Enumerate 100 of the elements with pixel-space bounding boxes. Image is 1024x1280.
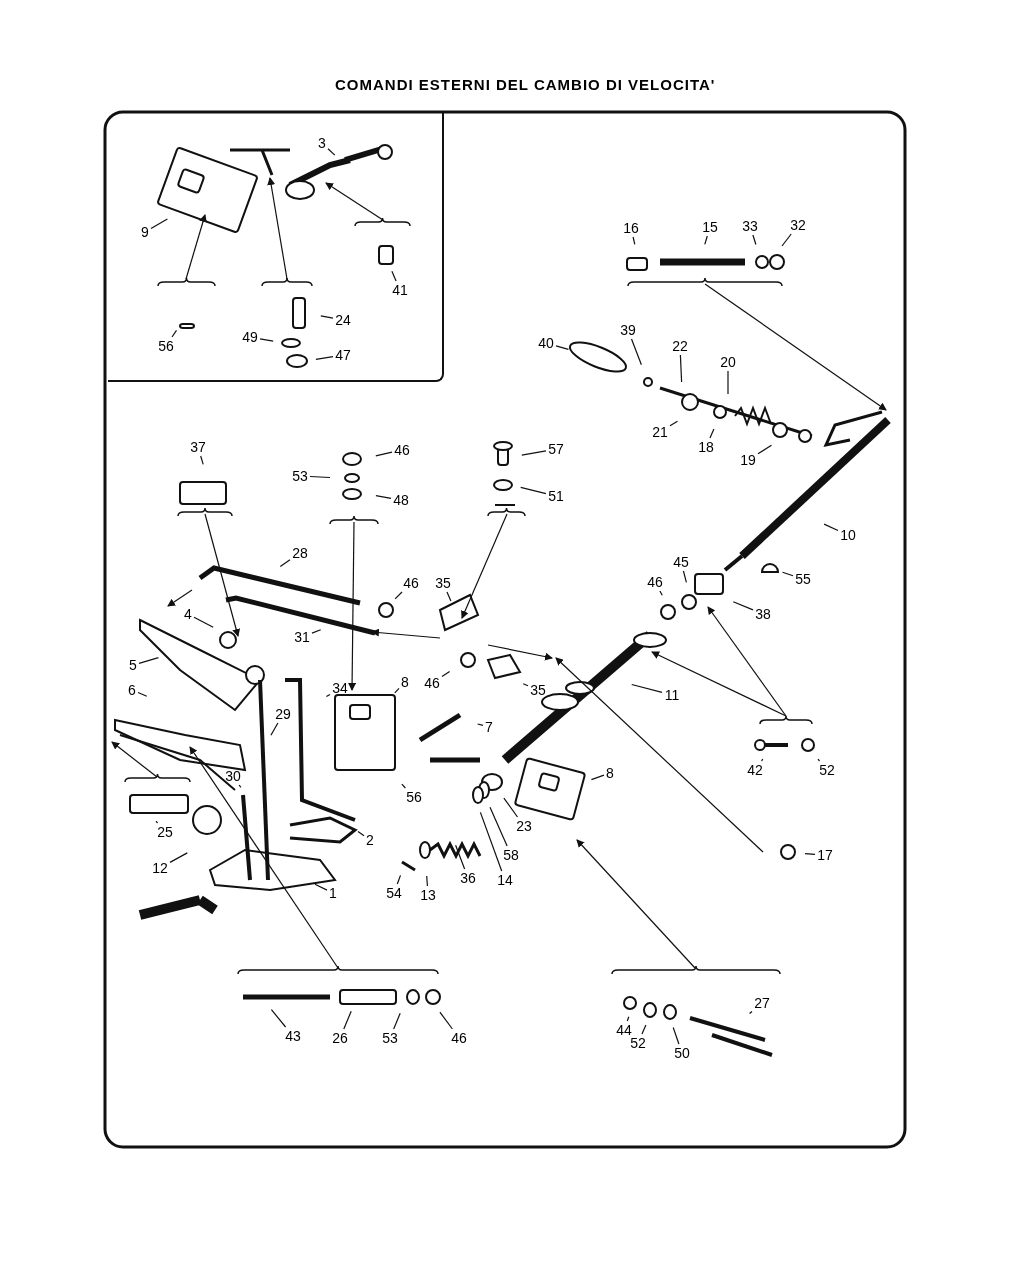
callout-number: 53 bbox=[381, 1030, 399, 1046]
leader-line bbox=[727, 370, 729, 395]
callout-number: 29 bbox=[274, 706, 292, 722]
leader-line bbox=[327, 148, 336, 156]
callout-number: 46 bbox=[646, 574, 664, 590]
callout-number: 23 bbox=[515, 818, 533, 834]
leader-line bbox=[752, 234, 757, 246]
leader-line bbox=[401, 783, 406, 789]
leader-line bbox=[155, 820, 159, 824]
callout-number: 1 bbox=[328, 885, 338, 901]
leader-line bbox=[631, 683, 663, 693]
callout-number: 15 bbox=[701, 219, 719, 235]
callout-number: 35 bbox=[529, 682, 547, 698]
leader-line bbox=[455, 844, 466, 870]
leader-line bbox=[238, 784, 242, 788]
callout-number: 53 bbox=[291, 468, 309, 484]
callout-number: 52 bbox=[629, 1035, 647, 1051]
leader-line bbox=[150, 218, 168, 230]
callout-number: 42 bbox=[746, 762, 764, 778]
callout-number: 12 bbox=[151, 860, 169, 876]
leader-line bbox=[270, 1009, 287, 1028]
callout-number: 22 bbox=[671, 338, 689, 354]
leader-line bbox=[522, 683, 529, 687]
callout-number: 39 bbox=[619, 322, 637, 338]
leader-line bbox=[279, 559, 291, 567]
leader-line bbox=[259, 338, 274, 342]
inset-panel bbox=[108, 112, 444, 382]
callout-number: 55 bbox=[794, 571, 812, 587]
callout-number: 46 bbox=[423, 675, 441, 691]
callout-number: 28 bbox=[291, 545, 309, 561]
callout-number: 35 bbox=[434, 575, 452, 591]
leader-line bbox=[823, 523, 839, 532]
callout-number: 33 bbox=[741, 218, 759, 234]
callout-number: 45 bbox=[672, 554, 690, 570]
callout-number: 3 bbox=[317, 135, 327, 151]
leader-line bbox=[520, 486, 547, 495]
callout-number: 26 bbox=[331, 1030, 349, 1046]
leader-line bbox=[396, 874, 402, 885]
leader-line bbox=[343, 1010, 352, 1030]
leader-line bbox=[555, 345, 569, 350]
leader-line bbox=[393, 1012, 401, 1030]
leader-line bbox=[749, 1010, 753, 1015]
leader-line bbox=[709, 428, 715, 439]
leader-line bbox=[441, 670, 451, 678]
callout-number: 37 bbox=[189, 439, 207, 455]
callout-number: 14 bbox=[496, 872, 514, 888]
leader-line bbox=[489, 806, 508, 847]
leader-line bbox=[138, 657, 159, 664]
leader-line bbox=[193, 616, 214, 628]
callout-number: 52 bbox=[818, 762, 836, 778]
callout-number: 20 bbox=[719, 354, 737, 370]
callout-number: 51 bbox=[547, 488, 565, 504]
leader-line bbox=[314, 883, 328, 891]
leader-line bbox=[760, 758, 764, 762]
callout-number: 31 bbox=[293, 629, 311, 645]
callout-number: 19 bbox=[739, 452, 757, 468]
leader-line bbox=[200, 455, 204, 465]
leader-line bbox=[641, 1024, 647, 1035]
callout-number: 30 bbox=[224, 768, 242, 784]
leader-line bbox=[320, 315, 334, 319]
callout-number: 7 bbox=[484, 719, 494, 735]
leader-line bbox=[521, 450, 547, 456]
leader-line bbox=[439, 1011, 453, 1030]
leader-line bbox=[315, 356, 334, 360]
leader-line bbox=[781, 571, 794, 577]
callout-number: 44 bbox=[615, 1022, 633, 1038]
leader-line bbox=[817, 758, 821, 762]
callout-number: 13 bbox=[419, 887, 437, 903]
callout-number: 46 bbox=[450, 1030, 468, 1046]
leader-line bbox=[632, 236, 636, 245]
callout-number: 16 bbox=[622, 220, 640, 236]
callout-number: 21 bbox=[651, 424, 669, 440]
leader-line bbox=[311, 629, 322, 634]
callout-number: 18 bbox=[697, 439, 715, 455]
leader-line bbox=[679, 354, 683, 383]
callout-number: 10 bbox=[839, 527, 857, 543]
callout-number: 38 bbox=[754, 606, 772, 622]
callout-number: 9 bbox=[140, 224, 150, 240]
callout-number: 11 bbox=[663, 687, 681, 703]
callout-number: 6 bbox=[127, 682, 137, 698]
callout-number: 5 bbox=[128, 657, 138, 673]
callout-number: 48 bbox=[392, 492, 410, 508]
callout-number: 8 bbox=[400, 674, 410, 690]
leader-line bbox=[804, 853, 816, 855]
callout-number: 41 bbox=[391, 282, 409, 298]
callout-number: 4 bbox=[183, 606, 193, 622]
leader-line bbox=[682, 570, 687, 583]
leader-line bbox=[394, 687, 400, 694]
callout-number: 50 bbox=[673, 1045, 691, 1061]
callout-number: 43 bbox=[284, 1028, 302, 1044]
leader-line bbox=[672, 1026, 680, 1045]
leader-line bbox=[391, 270, 397, 282]
leader-line bbox=[626, 1016, 630, 1022]
leader-line bbox=[669, 420, 679, 427]
callout-number: 2 bbox=[365, 832, 375, 848]
callout-number: 40 bbox=[537, 335, 555, 351]
callout-number: 32 bbox=[789, 217, 807, 233]
callout-number: 8 bbox=[605, 765, 615, 781]
leader-line bbox=[309, 475, 331, 479]
callout-number: 49 bbox=[241, 329, 259, 345]
